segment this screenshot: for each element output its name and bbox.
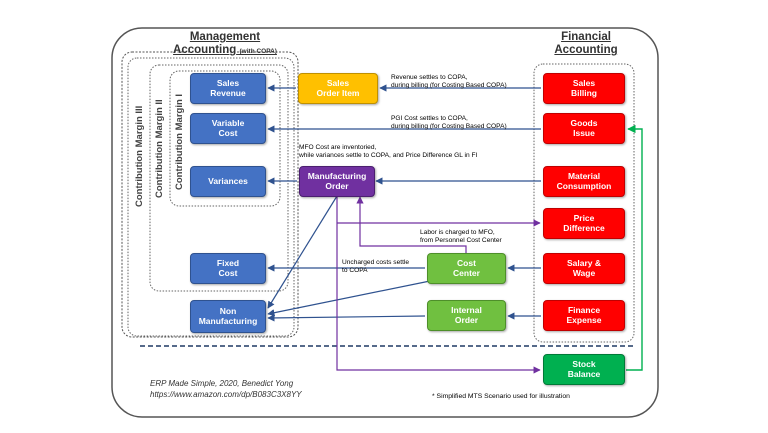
sales-billing-box: Sales Billing	[543, 73, 625, 104]
labor-charge-note: Labor is charged to MFO, from Personnel …	[420, 229, 502, 245]
management-heading-line2: Accounting	[173, 44, 237, 57]
arrow-mfo-to-non-manufacturing	[267, 195, 338, 309]
arrow-labor-to-mfo	[356, 196, 467, 254]
management-frame	[121, 51, 299, 338]
stock-balance-box: Stock Balance	[543, 354, 625, 385]
finance-expense-box: Finance Expense	[543, 300, 625, 331]
management-heading-line1: Management	[189, 31, 261, 43]
price-difference-box: Price Difference	[543, 208, 625, 239]
outer-frame	[111, 27, 659, 418]
arrow-mfo-to-stock-balance	[336, 196, 541, 374]
salary-wage-box: Salary & Wage	[543, 253, 625, 284]
cm3-frame	[127, 57, 295, 337]
arrow-stock-to-goods-issue	[626, 124, 643, 371]
contribution-margin-2-label: Contribution Margin II	[154, 99, 165, 198]
arrow-internal-order-to-non-manufacturing	[267, 314, 426, 322]
contribution-margin-1-label: Contribution Margin I	[174, 93, 185, 190]
attribution-line1: ERP Made Simple, 2020, Benedict Yong	[150, 379, 294, 388]
material-consumption-box: Material Consumption	[543, 166, 625, 197]
attribution: ERP Made Simple, 2020, Benedict Yong htt…	[150, 378, 302, 400]
internal-order-box: Internal Order	[427, 300, 506, 331]
cm2-frame	[149, 64, 289, 292]
revenue-settlement-note: Revenue settles to COPA, during billing …	[391, 74, 507, 90]
financial-accounting-heading: Financial Accounting	[536, 31, 636, 57]
arrow-cost-center-to-non-manufacturing	[267, 280, 431, 317]
variable-cost-box: Variable Cost	[190, 113, 266, 144]
sales-order-item-box: Sales Order Item	[298, 73, 378, 104]
pgi-settlement-note: PGI Cost settles to COPA, during billing…	[391, 115, 507, 131]
attribution-url[interactable]: https://www.amazon.com/dp/B083C3X8YY	[150, 390, 302, 400]
non-manufacturing-box: Non Manufacturing	[190, 300, 266, 333]
financial-frame	[533, 63, 635, 343]
financial-heading-line1: Financial	[561, 31, 611, 43]
sales-revenue-box: Sales Revenue	[190, 73, 266, 104]
cost-center-box: Cost Center	[427, 253, 506, 284]
goods-issue-box: Goods Issue	[543, 113, 625, 144]
contribution-margin-3-label: Contribution Margin III	[134, 105, 145, 207]
copa-tag: (with COPA)	[239, 48, 277, 56]
uncharged-costs-note: Uncharged costs settle to COPA	[342, 259, 410, 275]
variances-box: Variances	[190, 166, 266, 197]
scenario-disclaimer: * Simplified MTS Scenario used for illus…	[432, 393, 570, 400]
mfo-cost-note: MFO Cost are inventoried, while variance…	[299, 144, 478, 160]
financial-heading-line2: Accounting	[554, 44, 618, 57]
cm1-frame	[169, 70, 281, 207]
management-accounting-heading: Management Accounting (with COPA)	[150, 31, 300, 57]
manufacturing-order-box: Manufacturing Order	[299, 166, 375, 197]
fixed-cost-box: Fixed Cost	[190, 253, 266, 284]
